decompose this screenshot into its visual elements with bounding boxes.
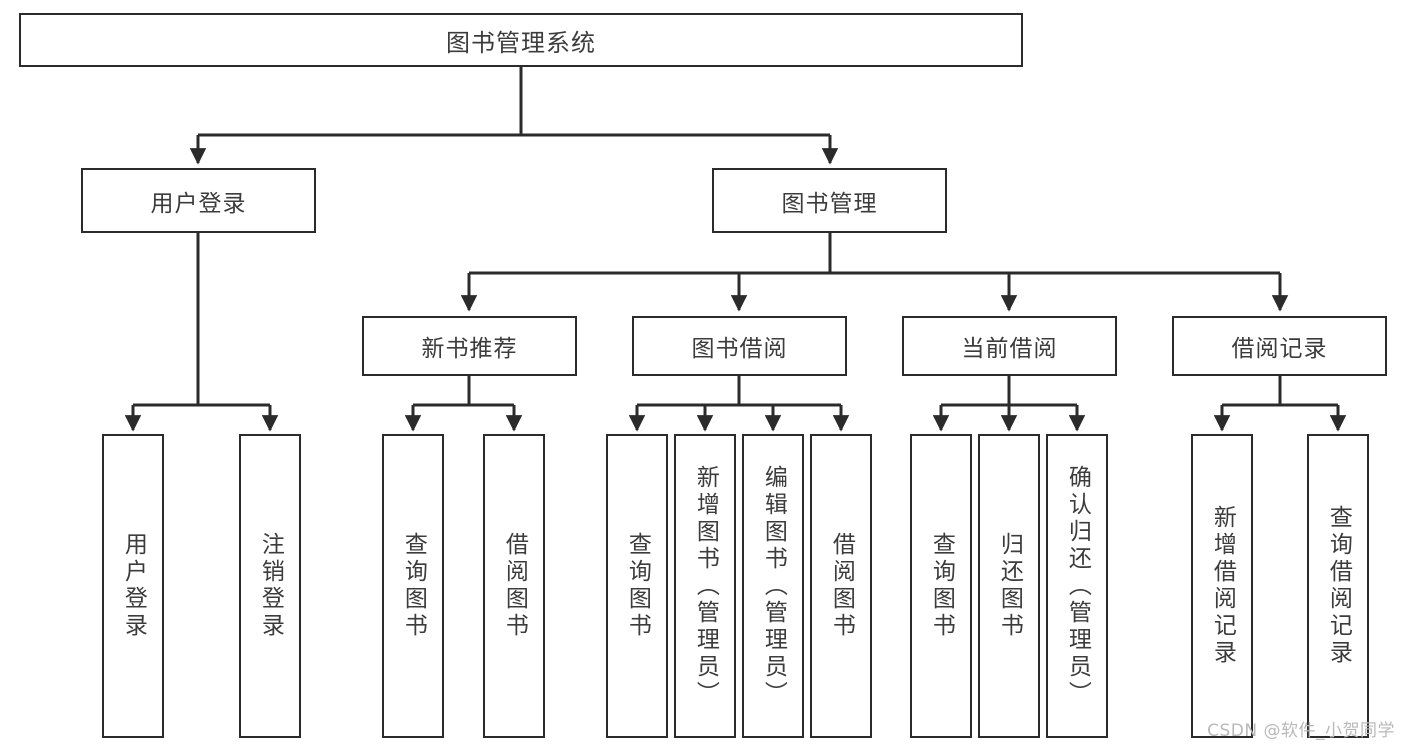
node-label: 查询借阅记录 <box>1325 505 1352 667</box>
leaf-return-book[interactable]: 归还图书 <box>978 434 1040 738</box>
leaf-user-login[interactable]: 用户登录 <box>102 434 164 738</box>
leaf-confirm-return-admin[interactable]: 确认归还（管理员） <box>1046 434 1108 738</box>
node-current-borrow[interactable]: 当前借阅 <box>902 316 1117 376</box>
node-borrow-record[interactable]: 借阅记录 <box>1172 316 1387 376</box>
node-new-book-recommend[interactable]: 新书推荐 <box>362 316 577 376</box>
node-label: 借阅记录 <box>1231 336 1328 362</box>
leaf-query-book-current[interactable]: 查询图书 <box>910 434 972 738</box>
node-user-login[interactable]: 用户登录 <box>81 168 316 233</box>
node-book-management[interactable]: 图书管理 <box>712 168 947 233</box>
node-book-borrow[interactable]: 图书借阅 <box>632 316 847 376</box>
node-label: 新书推荐 <box>421 336 518 362</box>
node-label: 用户登录 <box>120 532 147 640</box>
node-label: 新增借阅记录 <box>1209 505 1236 667</box>
node-label: 编辑图书（管理员） <box>760 464 787 708</box>
node-label: 确认归还（管理员） <box>1064 464 1091 708</box>
leaf-query-book-borrow[interactable]: 查询图书 <box>606 434 668 738</box>
node-label: 借阅图书 <box>828 532 855 640</box>
node-label: 图书借阅 <box>691 336 788 362</box>
leaf-borrow-book-recommend[interactable]: 借阅图书 <box>483 434 545 738</box>
node-label: 当前借阅 <box>961 336 1058 362</box>
node-label: 查询图书 <box>400 532 427 640</box>
node-label: 查询图书 <box>928 532 955 640</box>
watermark-text: CSDN @软件_小贺同学 <box>1207 721 1395 741</box>
node-label: 归还图书 <box>996 532 1023 640</box>
node-label: 图书管理 <box>781 190 878 217</box>
node-label: 注销登录 <box>257 532 284 640</box>
node-root-book-management-system[interactable]: 图书管理系统 <box>19 13 1023 67</box>
leaf-query-borrow-record[interactable]: 查询借阅记录 <box>1307 434 1369 738</box>
leaf-logout[interactable]: 注销登录 <box>239 434 301 738</box>
leaf-add-book-admin[interactable]: 新增图书（管理员） <box>674 434 736 738</box>
leaf-borrow-book[interactable]: 借阅图书 <box>810 434 872 738</box>
node-label: 借阅图书 <box>501 532 528 640</box>
node-label: 查询图书 <box>624 532 651 640</box>
node-label: 用户登录 <box>150 190 247 217</box>
node-label: 图书管理系统 <box>446 28 596 57</box>
leaf-query-book-recommend[interactable]: 查询图书 <box>382 434 444 738</box>
leaf-edit-book-admin[interactable]: 编辑图书（管理员） <box>742 434 804 738</box>
node-label: 新增图书（管理员） <box>692 464 719 708</box>
leaf-add-borrow-record[interactable]: 新增借阅记录 <box>1191 434 1253 738</box>
